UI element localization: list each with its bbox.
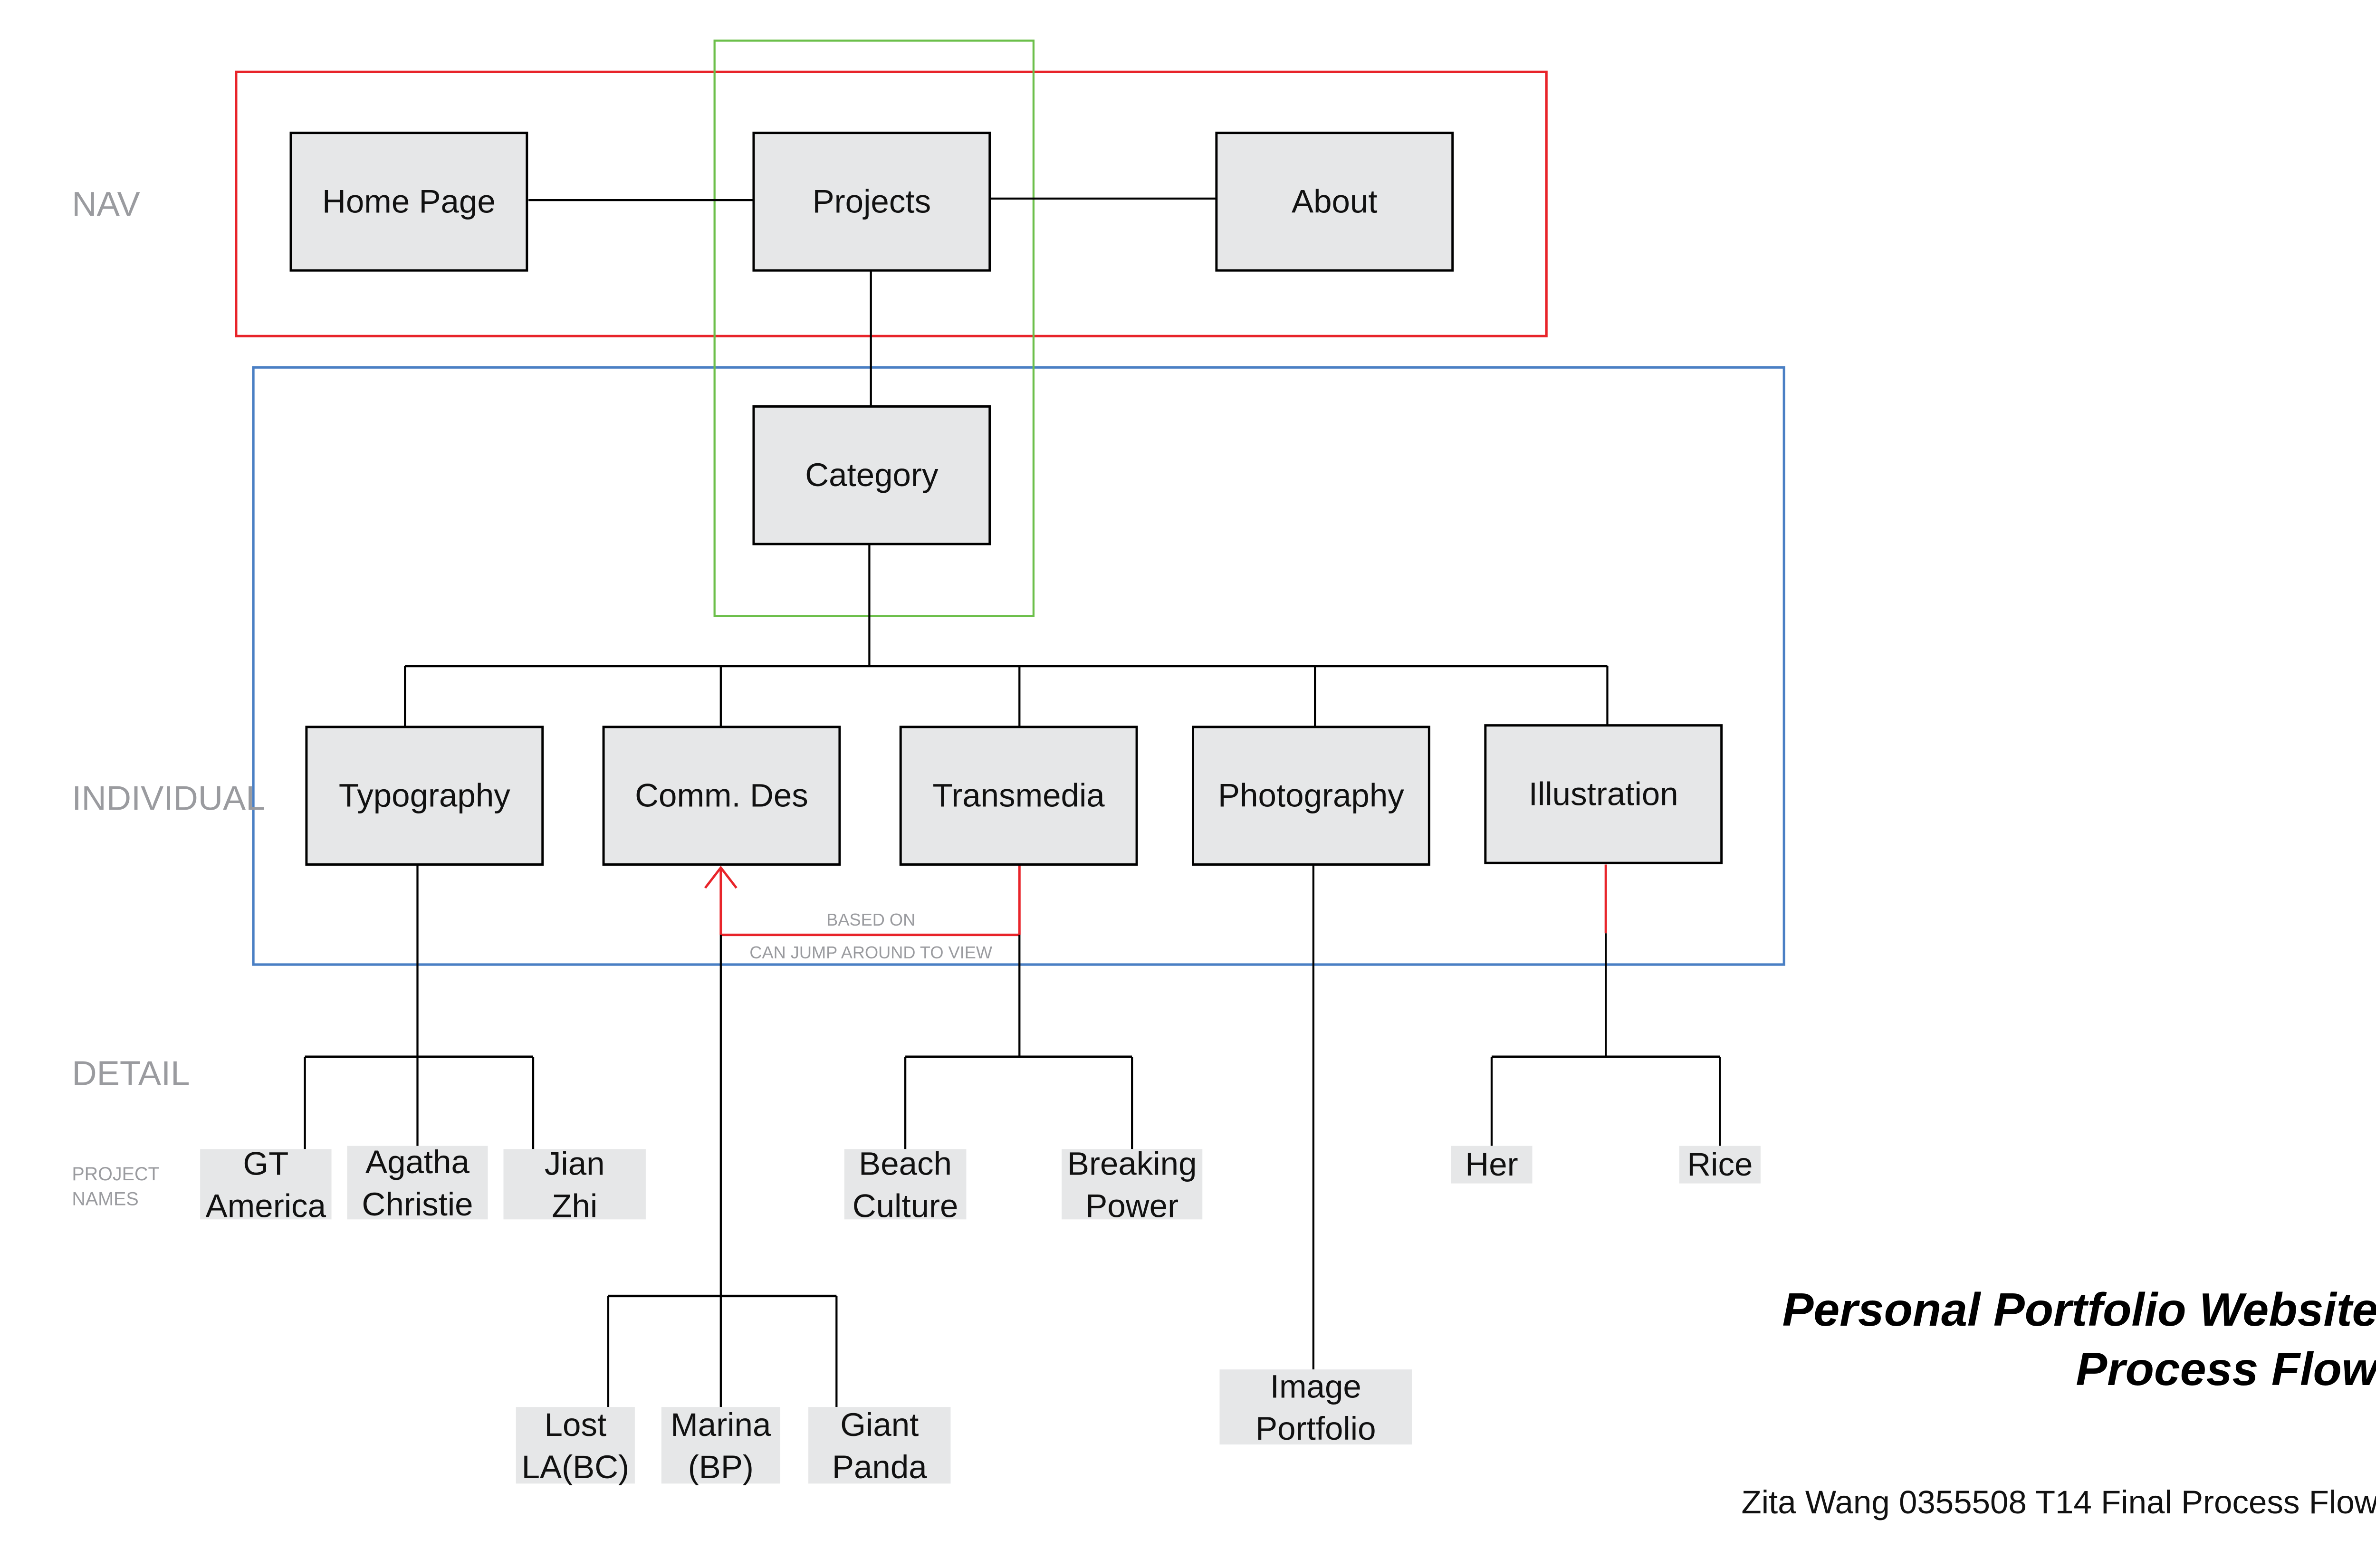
node-category[interactable]: Category xyxy=(752,405,991,545)
project-breaking-power-label-0: Breaking xyxy=(1067,1145,1197,1182)
node-photography-label: Photography xyxy=(1218,777,1404,814)
project-lost-la-box xyxy=(516,1407,635,1484)
project-rice-label-0: Rice xyxy=(1687,1146,1753,1183)
node-photography-box xyxy=(1192,726,1430,866)
project-her[interactable]: Her xyxy=(1451,1146,1533,1184)
node-projects[interactable]: Projects xyxy=(752,132,991,272)
node-typography-label: Typography xyxy=(339,777,510,814)
node-home-page-box xyxy=(289,132,528,272)
project-gt-america-label-1: America xyxy=(206,1187,326,1224)
project-marina[interactable]: Marina (BP) xyxy=(661,1406,780,1485)
project-breaking-power-label-1: Power xyxy=(1085,1187,1178,1224)
node-category-label: Category xyxy=(805,456,939,493)
project-giant-panda-label-1: Panda xyxy=(832,1448,927,1485)
node-projects-box xyxy=(752,132,991,272)
row-label-project-names-line1: PROJECT xyxy=(72,1164,159,1185)
diagram-subtitle: Zita Wang 0355508 T14 Final Process Flow xyxy=(1742,1483,2376,1520)
node-projects-label: Projects xyxy=(813,182,931,220)
node-typography[interactable]: Typography xyxy=(305,726,544,866)
project-beach-culture-label-0: Beach xyxy=(859,1145,952,1182)
node-transmedia-label: Transmedia xyxy=(933,777,1105,814)
node-comm-des-box xyxy=(602,726,841,866)
node-illustration-label: Illustration xyxy=(1529,775,1678,812)
project-her-box xyxy=(1451,1146,1533,1184)
annotation-can-jump: CAN JUMP AROUND TO VIEW xyxy=(749,943,993,962)
node-comm-des-label: Comm. Des xyxy=(635,777,808,814)
project-gt-america[interactable]: GT America xyxy=(200,1145,332,1224)
project-lost-la-label-1: LA(BC) xyxy=(522,1448,629,1485)
project-breaking-power-box xyxy=(1062,1149,1203,1220)
project-image-portfolio-box xyxy=(1219,1369,1412,1445)
node-typography-box xyxy=(305,726,544,866)
node-illustration-box xyxy=(1484,724,1723,864)
project-jian-zhi-box xyxy=(503,1149,646,1220)
node-transmedia[interactable]: Transmedia xyxy=(899,726,1138,866)
nav-frame xyxy=(235,70,1548,338)
arrow-up-icon xyxy=(704,865,738,889)
node-transmedia-box xyxy=(899,726,1138,866)
node-comm-des[interactable]: Comm. Des xyxy=(602,726,841,866)
project-image-portfolio-label-1: Portfolio xyxy=(1255,1410,1376,1447)
diagram-title-line1: Personal Portfolio Website xyxy=(1782,1283,2376,1336)
project-jian-zhi-label-0: Jian xyxy=(545,1145,605,1182)
project-rice-box xyxy=(1679,1146,1761,1184)
project-beach-culture-box xyxy=(844,1149,967,1220)
node-about[interactable]: About xyxy=(1215,132,1454,272)
row-label-individual: INDIVIDUAL xyxy=(72,779,265,817)
project-marina-label-0: Marina xyxy=(671,1406,771,1443)
node-home-page[interactable]: Home Page xyxy=(289,132,528,272)
project-gt-america-label-0: GT xyxy=(243,1145,288,1182)
row-label-detail: DETAIL xyxy=(72,1054,190,1092)
project-agatha-christie-label-1: Christie xyxy=(362,1186,473,1223)
project-marina-label-1: (BP) xyxy=(688,1448,754,1485)
node-category-box xyxy=(752,405,991,545)
row-label-project-names-line2: NAMES xyxy=(72,1189,138,1210)
project-image-portfolio-label-0: Image xyxy=(1270,1367,1361,1405)
nodes: Home Page Projects AboutCategoryTypography… xyxy=(200,132,1761,1485)
project-marina-box xyxy=(661,1407,780,1484)
diagram-title-line2: Process Flow xyxy=(2076,1343,2376,1395)
project-her-label-0: Her xyxy=(1465,1146,1518,1183)
project-gt-america-box xyxy=(200,1149,332,1220)
node-illustration[interactable]: Illustration xyxy=(1484,724,1723,864)
node-home-page-label: Home Page xyxy=(322,182,496,220)
project-agatha-christie-box xyxy=(347,1146,488,1220)
annotation-based-on: BASED ON xyxy=(826,910,915,929)
projects-category-frame xyxy=(713,39,1035,617)
project-jian-zhi-label-1: Zhi xyxy=(552,1187,597,1224)
project-giant-panda-label-0: Giant xyxy=(840,1406,919,1443)
project-beach-culture-label-1: Culture xyxy=(853,1187,958,1224)
node-photography[interactable]: Photography xyxy=(1192,726,1430,866)
connector-lines xyxy=(304,197,1721,1407)
project-lost-la-label-0: Lost xyxy=(545,1406,607,1443)
project-giant-panda-box xyxy=(808,1407,951,1484)
project-rice[interactable]: Rice xyxy=(1679,1146,1761,1184)
project-agatha-christie-label-0: Agatha xyxy=(365,1143,470,1180)
node-about-label: About xyxy=(1292,182,1378,220)
node-about-box xyxy=(1215,132,1454,272)
row-label-nav: NAV xyxy=(72,185,140,223)
